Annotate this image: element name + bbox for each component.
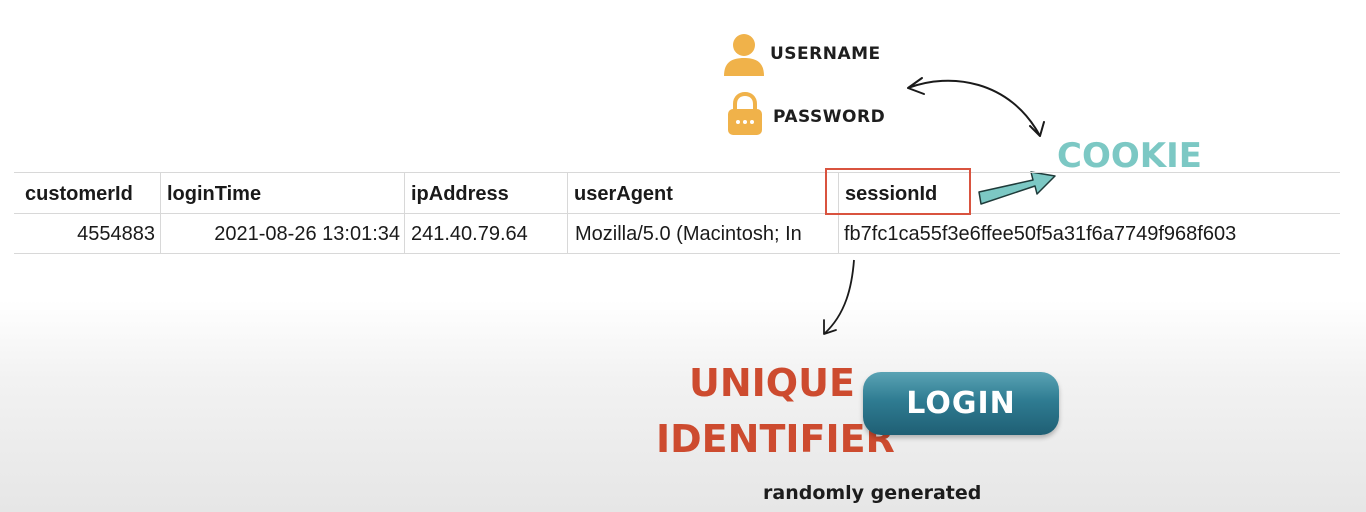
identifier-label: IDENTIFIER <box>656 417 895 461</box>
cookie-label: COOKIE <box>1057 136 1202 176</box>
login-button[interactable]: LOGIN <box>863 372 1059 435</box>
header-customerid: customerId <box>25 183 133 205</box>
teal-arrow-icon <box>978 171 1056 205</box>
cell-customerid: 4554883 <box>77 223 155 245</box>
username-label: USERNAME <box>770 44 881 64</box>
header-logintime: loginTime <box>167 183 262 205</box>
header-sessionid: sessionId <box>845 183 938 205</box>
header-ipaddress: ipAddress <box>411 183 509 205</box>
cell-logintime: 2021-08-26 13:01:34 <box>214 223 400 245</box>
password-label: PASSWORD <box>773 107 886 127</box>
unique-label: UNIQUE <box>689 361 855 405</box>
cell-ipaddress: 241.40.79.64 <box>411 223 528 245</box>
header-useragent: userAgent <box>574 183 673 205</box>
sessionid-highlight <box>825 168 971 215</box>
session-table: customerId loginTime ipAddress userAgent… <box>14 172 1340 254</box>
down-arrow-icon <box>823 259 855 335</box>
double-arrow-icon <box>907 77 1045 137</box>
user-icon <box>722 32 766 78</box>
lock-icon <box>726 91 764 136</box>
random-caption: randomly generated <box>763 482 982 504</box>
cell-sessionid: fb7fc1ca55f3e6ffee50f5a31f6a7749f968f603 <box>844 223 1237 245</box>
cell-useragent: Mozilla/5.0 (Macintosh; In <box>575 223 802 245</box>
